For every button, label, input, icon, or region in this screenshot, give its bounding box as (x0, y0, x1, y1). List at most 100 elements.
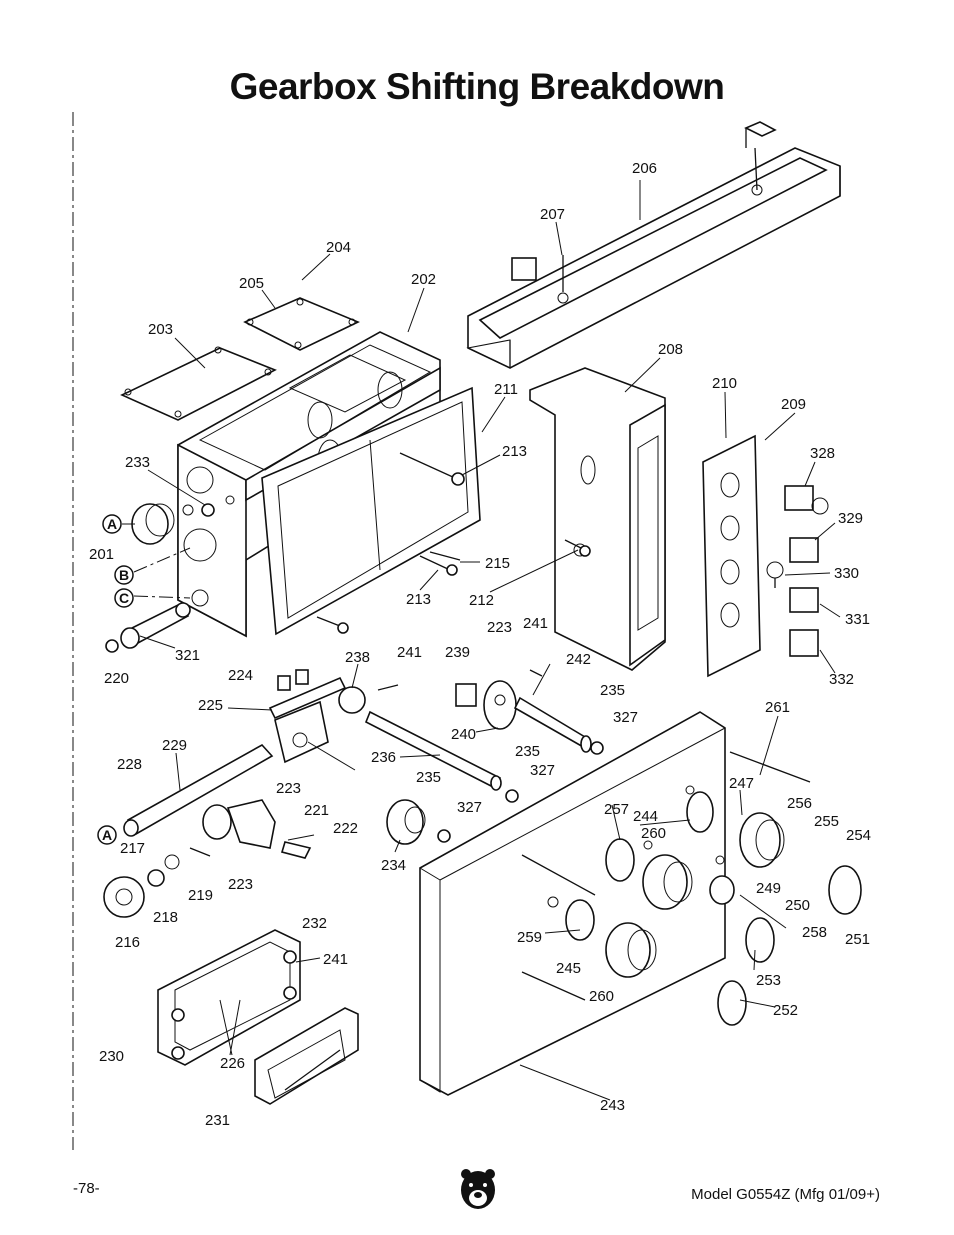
bolts-213-215 (316, 452, 591, 634)
part-label: 260 (641, 825, 666, 842)
part-label: 201 (89, 546, 114, 563)
part-label: 236 (371, 749, 396, 766)
part-label: 251 (845, 931, 870, 948)
part-label: 226 (220, 1055, 245, 1072)
part-label: 204 (326, 239, 351, 256)
part-label: 327 (457, 799, 482, 816)
part-234-knob (386, 789, 519, 845)
part-label: 255 (814, 813, 839, 830)
part-216-gear (103, 854, 180, 918)
part-label: 258 (802, 924, 827, 941)
part-236-shaft (338, 684, 502, 791)
part-label: 213 (502, 443, 527, 460)
part-225-rack-fork (268, 669, 347, 764)
part-label: 331 (845, 611, 870, 628)
part-label: 329 (838, 510, 863, 527)
part-label: 217 (120, 840, 145, 857)
hub-parts (521, 751, 862, 1026)
part-label: 202 (411, 271, 436, 288)
part-label: 209 (781, 396, 806, 413)
part-label: 327 (613, 709, 638, 726)
switch-parts (766, 485, 829, 657)
part-label: 261 (765, 699, 790, 716)
part-label: 328 (810, 445, 835, 462)
part-label: 241 (523, 615, 548, 632)
part-label: 235 (416, 769, 441, 786)
part-labels: 206 207 204 205 202 203 208 210 209 211 … (89, 160, 871, 1129)
part-label: 212 (469, 592, 494, 609)
part-211-gasket (261, 386, 481, 636)
part-206-bar (466, 121, 841, 369)
part-label: 231 (205, 1112, 230, 1129)
part-210-panel (702, 434, 761, 678)
part-321-shaft (105, 602, 191, 653)
part-label: 332 (829, 671, 854, 688)
part-203-cover (120, 346, 277, 421)
part-label: 244 (633, 808, 658, 825)
part-label: 327 (530, 762, 555, 779)
view-marker-label: B (119, 567, 129, 583)
view-marker-b: B (114, 547, 191, 585)
part-label: 224 (228, 667, 253, 684)
part-230-bracket (157, 929, 301, 1066)
part-label: 238 (345, 649, 370, 666)
part-label: 218 (153, 909, 178, 926)
part-label: 245 (556, 960, 581, 977)
part-label: 253 (756, 972, 781, 989)
part-label: 321 (175, 647, 200, 664)
part-label: 211 (494, 381, 518, 398)
part-label: 240 (451, 726, 476, 743)
part-label: 213 (406, 591, 431, 608)
part-label: 260 (589, 988, 614, 1005)
part-label: 210 (712, 375, 737, 392)
part-label: 215 (485, 555, 510, 572)
view-marker-label: A (107, 516, 117, 532)
part-label: 208 (658, 341, 683, 358)
part-201-knob (131, 503, 215, 545)
view-marker-a-bottom: A (97, 825, 117, 845)
part-label: 223 (487, 619, 512, 636)
view-marker-label: A (102, 827, 112, 843)
page-number: -78- (73, 1180, 100, 1197)
part-label: 221 (304, 802, 329, 819)
view-marker-label: C (119, 590, 129, 606)
part-label: 243 (600, 1097, 625, 1114)
part-label: 235 (600, 682, 625, 699)
part-205-cover (243, 297, 360, 351)
part-229-shaft (123, 743, 274, 837)
part-label: 247 (729, 775, 754, 792)
part-label: 220 (104, 670, 129, 687)
part-label: 205 (239, 275, 264, 292)
part-label: 216 (115, 934, 140, 951)
part-label: 228 (117, 756, 142, 773)
part-label: 259 (517, 929, 542, 946)
part-221-fork (189, 799, 312, 859)
part-label: 254 (846, 827, 871, 844)
part-231-plate (254, 1007, 359, 1105)
part-label: 242 (566, 651, 591, 668)
part-label: 257 (604, 801, 629, 818)
part-label: 207 (540, 206, 565, 223)
part-label: 233 (125, 454, 150, 471)
part-label: 222 (333, 820, 358, 837)
part-240-lever (455, 669, 604, 755)
part-label: 249 (756, 880, 781, 897)
leader-lines (139, 180, 841, 1101)
grizzly-bear-logo-icon (461, 1169, 495, 1209)
part-label: 203 (148, 321, 173, 338)
part-label: 223 (276, 780, 301, 797)
part-label: 232 (302, 915, 327, 932)
part-label: 229 (162, 737, 187, 754)
part-label: 241 (323, 951, 348, 968)
part-label: 235 (515, 743, 540, 760)
part-208-side-cover (529, 367, 666, 671)
part-label: 230 (99, 1048, 124, 1065)
part-label: 234 (381, 857, 406, 874)
view-marker-c: C (114, 588, 191, 608)
part-label: 223 (228, 876, 253, 893)
part-label: 330 (834, 565, 859, 582)
view-marker-a-top: A (102, 514, 135, 534)
part-label: 225 (198, 697, 223, 714)
part-label: 219 (188, 887, 213, 904)
